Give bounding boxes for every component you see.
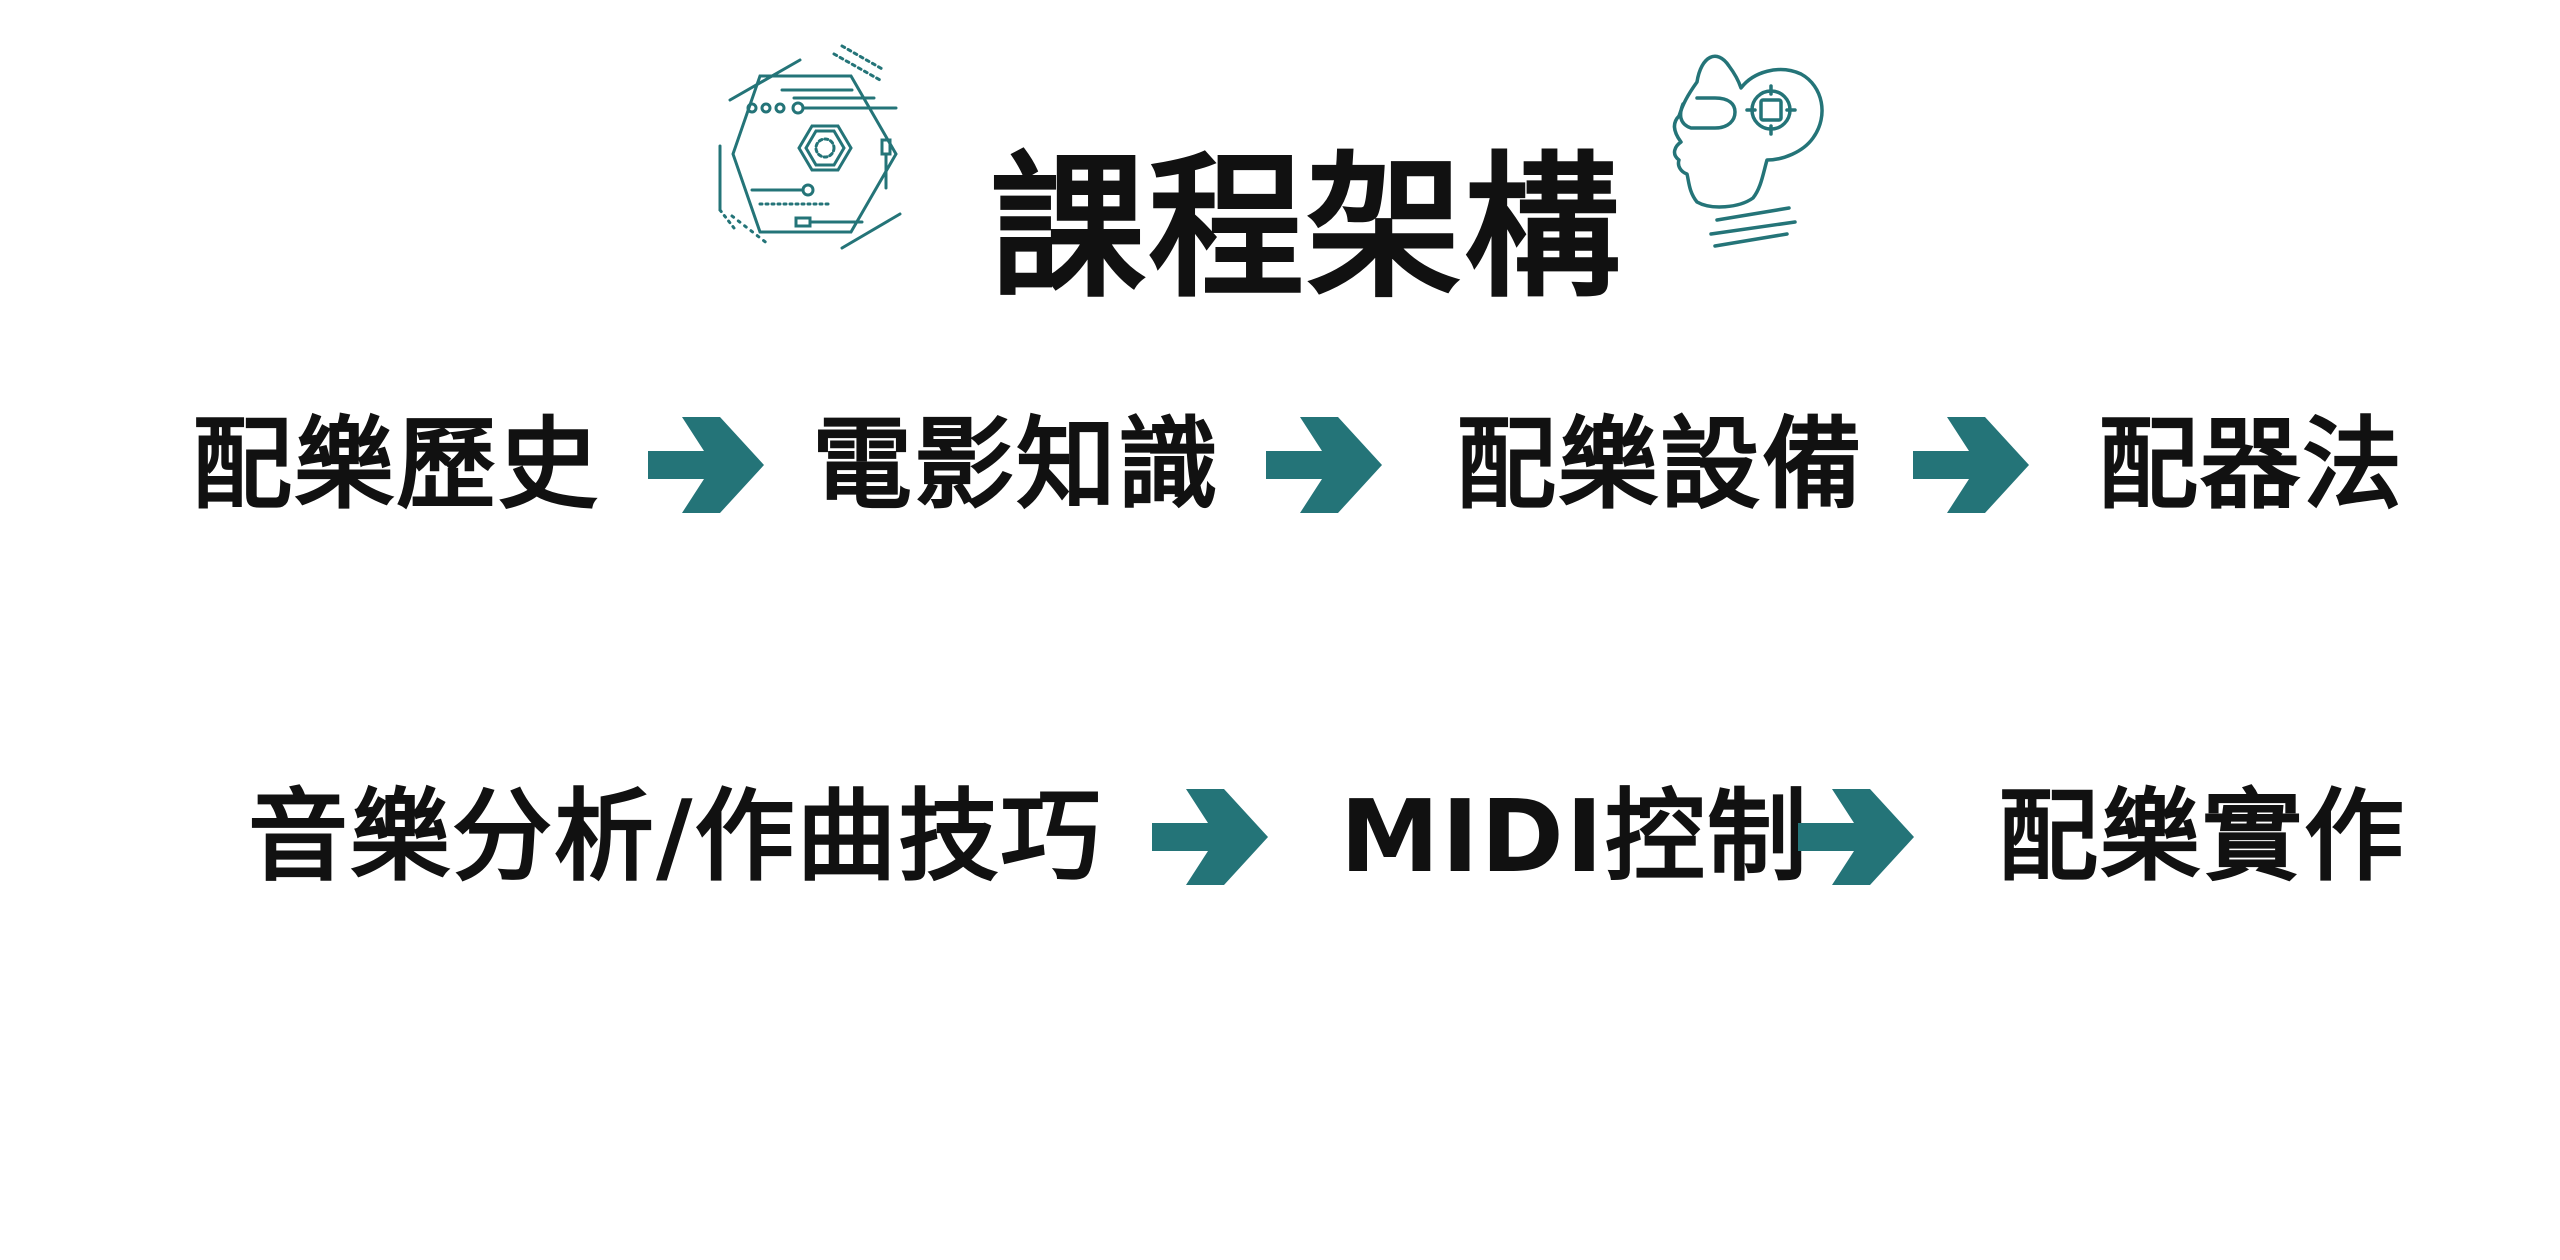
step-orchestration: 配器法 <box>2098 406 2404 523</box>
ai-head-icon <box>1672 54 1824 248</box>
step-music-analysis-composition: 音樂分析/作曲技巧 <box>248 778 1103 895</box>
step-film-music-history: 配樂歷史 <box>192 406 600 523</box>
arrow-right-icon <box>1152 789 1268 885</box>
page-title: 課程架構 <box>990 136 1622 319</box>
arrow-right-icon <box>648 417 764 513</box>
circuit-hexagon-icon <box>718 44 902 250</box>
step-film-knowledge: 電影知識 <box>812 406 1220 523</box>
step-scoring-practice: 配樂實作 <box>1998 778 2406 895</box>
arrow-right-icon <box>1266 417 1382 513</box>
course-flow-row-2: 音樂分析/作曲技巧 MIDI控制 配樂實作 <box>0 772 2560 902</box>
step-midi-control: MIDI控制 <box>1340 778 1809 895</box>
step-scoring-equipment: 配樂設備 <box>1456 406 1864 523</box>
arrow-right-icon <box>1913 417 2029 513</box>
arrow-right-icon <box>1798 789 1914 885</box>
course-flow-row-1: 配樂歷史 電影知識 配樂設備 配器法 <box>0 400 2560 530</box>
